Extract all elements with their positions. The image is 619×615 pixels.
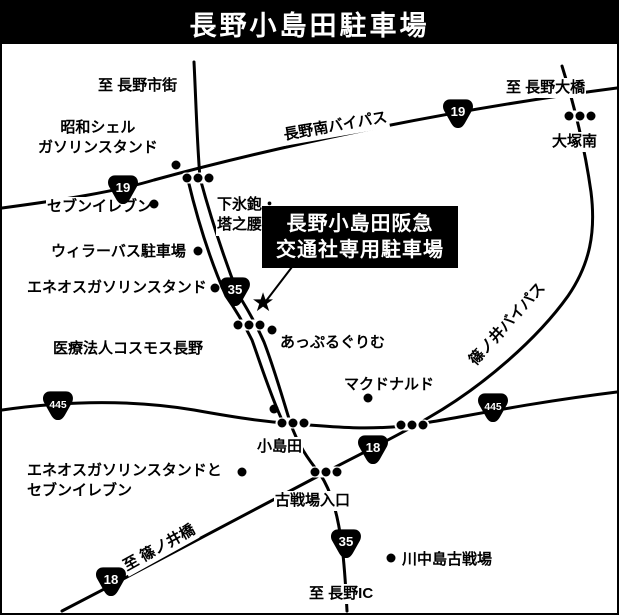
route-badge-18: 18: [94, 565, 128, 597]
signal-bulb-icon: [418, 420, 428, 430]
traffic-signal-cosmos-nagano: [231, 319, 267, 331]
route-badge-number: 445: [49, 400, 67, 411]
seven-eleven-north-dot-icon: [149, 199, 159, 209]
route-badge-number: 445: [484, 402, 502, 413]
route-badge-shield: [220, 277, 250, 307]
page-title: 長野小島田駐車場: [189, 10, 430, 41]
kawanakajima-kosenjo-label: 川中島古戦場: [401, 550, 494, 571]
traffic-signal-kojimada: [275, 417, 311, 429]
willer-bus-parking-label: ウィラーバス駐車場: [50, 242, 187, 263]
route-badge-35: 35: [218, 275, 252, 307]
road-shinonoi-bypass-route18: [60, 64, 595, 613]
kojimada-area-dot-icon: [269, 404, 279, 414]
road-central-parallel: [186, 178, 284, 422]
route-badge-number: 35: [228, 282, 243, 297]
route-badge-shield: [331, 529, 361, 559]
route-badge-number: 18: [366, 440, 381, 455]
route-badge-19: 19: [441, 97, 475, 129]
route-badge-shield: [108, 175, 138, 205]
willer-bus-dot-icon: [193, 246, 203, 256]
eneos-dot-icon: [210, 283, 220, 293]
callout-leader-line: [265, 266, 293, 302]
showa-shell-gas-label: 昭和シェル ガソリンスタンド: [37, 118, 159, 159]
signal-bulb-icon: [204, 173, 214, 183]
kawanakajima-dot-icon: [386, 553, 396, 563]
signal-bulb-icon: [277, 418, 287, 428]
signal-bulb-icon: [586, 111, 596, 121]
route-badge-19: 19: [106, 173, 140, 205]
kojimada-label: 小島田: [256, 437, 304, 458]
route-badge-shield: [43, 391, 73, 421]
signal-bulb-icon: [299, 418, 309, 428]
route-badge-shield: [478, 393, 508, 423]
route-badge-shield: [443, 99, 473, 129]
eneos-seven-eleven-dot-icon: [237, 467, 247, 477]
route-badge-number: 19: [451, 104, 466, 119]
route-badge-number: 35: [339, 534, 354, 549]
signal-bulb-icon: [255, 320, 265, 330]
signal-bulb-icon: [321, 467, 331, 477]
showa-shell-dot-icon: [171, 160, 181, 170]
signal-bulb-icon: [310, 467, 320, 477]
traffic-signal-shimohigano: [180, 172, 216, 184]
signal-bulb-icon: [233, 320, 243, 330]
traffic-signal-route445-bypass: [394, 419, 430, 431]
apple-grim-dot-icon: [267, 325, 277, 335]
to-shinonoibashi-label: 至 篠ノ井橋: [119, 519, 200, 577]
signal-bulb-icon: [244, 320, 254, 330]
signal-bulb-icon: [407, 420, 417, 430]
to-nagano-ic-label: 至 長野IC: [308, 584, 375, 605]
traffic-signal-kosenjo-iriguchi: [308, 466, 344, 478]
cosmos-nagano-hospital-label: 医療法人コスモス長野: [52, 339, 205, 360]
route-badge-18: 18: [356, 433, 390, 465]
signal-bulb-icon: [575, 111, 585, 121]
route-badge-shield: [358, 435, 388, 465]
signal-bulb-icon: [193, 173, 203, 183]
to-nagano-ohashi-label: 至 長野大橋: [505, 78, 587, 99]
signal-bulb-icon: [396, 420, 406, 430]
route-badge-445: 445: [476, 391, 510, 423]
parking-callout-line2: 交通社専用駐車場: [276, 239, 444, 261]
nagano-minami-bypass-label: 長野南バイパス: [281, 107, 390, 147]
parking-star-icon: ★: [251, 287, 275, 317]
shinonoi-bypass-label: 篠ノ井バイパス: [464, 278, 551, 371]
signal-bulb-icon: [564, 111, 574, 121]
kosenjo-iriguchi-label: 古戦場入口: [274, 491, 352, 512]
mcdonalds-label: マクドナルド: [343, 375, 436, 396]
otsuka-minami-label: 大塚南: [551, 132, 599, 153]
title-bar: 長野小島田駐車場: [2, 2, 617, 44]
parking-callout-box: 長野小島田阪急 交通社専用駐車場: [262, 206, 458, 268]
route-badge-number: 19: [116, 180, 131, 195]
signal-bulb-icon: [332, 467, 342, 477]
parking-callout-line1: 長野小島田阪急: [286, 213, 434, 235]
traffic-signal-otsuka-minami: [562, 110, 598, 122]
route-badge-35: 35: [329, 527, 363, 559]
signal-bulb-icon: [182, 173, 192, 183]
mcdonalds-dot-icon: [363, 393, 373, 403]
eneos-seven-eleven-label: エネオスガソリンスタンドと セブンイレブン: [26, 461, 223, 502]
route-badge-445: 445: [41, 389, 75, 421]
signal-bulb-icon: [288, 418, 298, 428]
to-nagano-shigai-label: 至 長野市街: [97, 76, 179, 97]
apple-grim-label: あっぷるぐりむ: [279, 333, 387, 354]
route-badge-shield: [96, 567, 126, 597]
route-badge-number: 18: [104, 572, 119, 587]
eneos-gas-station-label: エネオスガソリンスタンド: [26, 278, 208, 299]
